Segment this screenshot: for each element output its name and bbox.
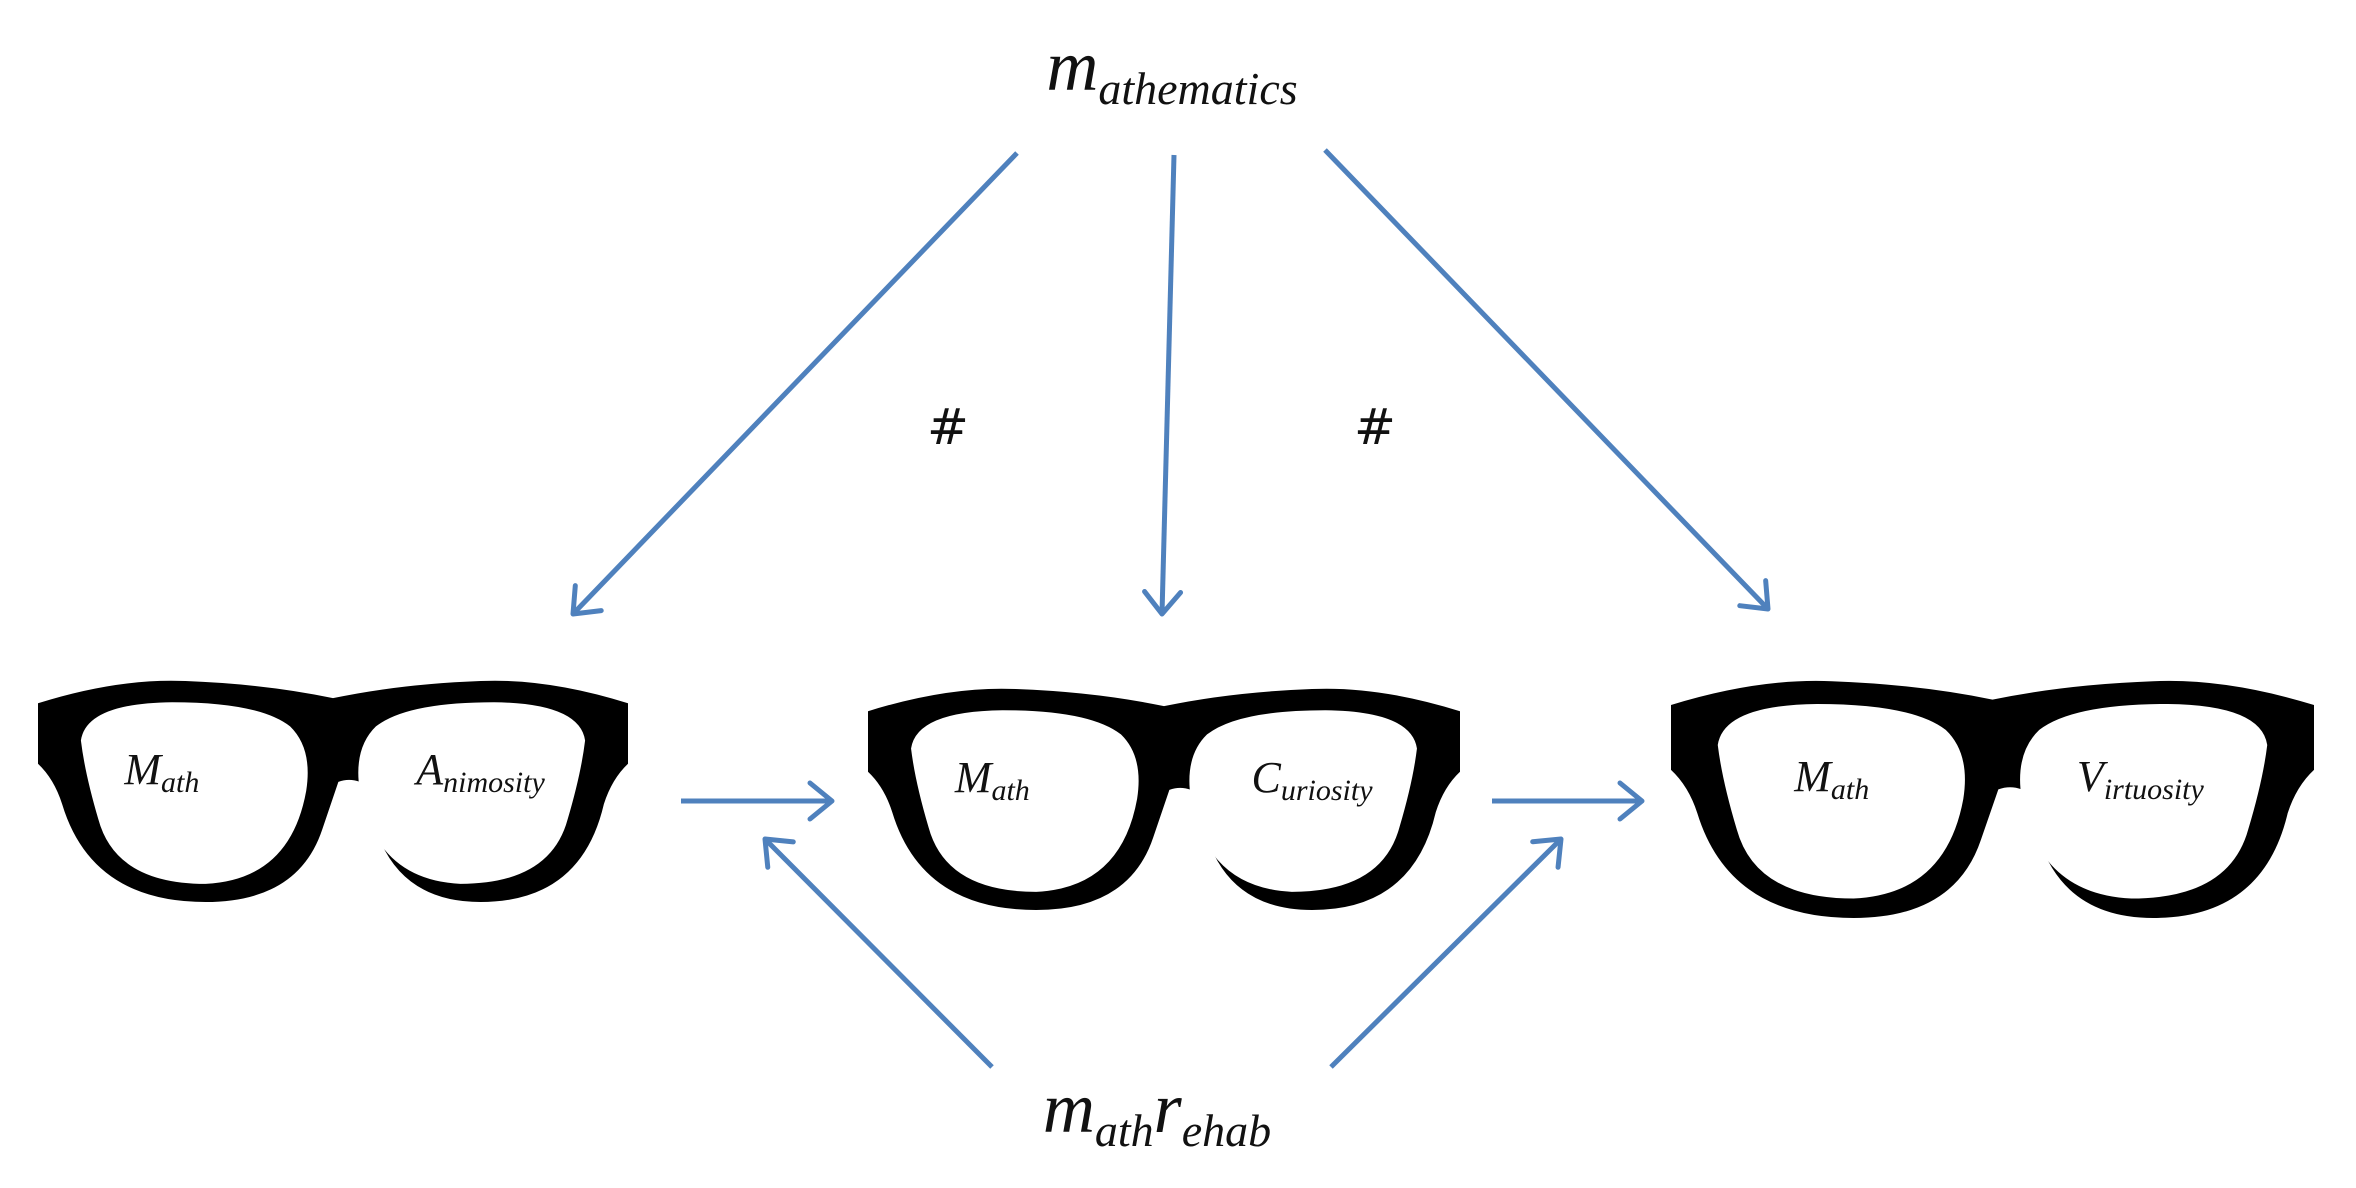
hash-mark-left: # <box>927 398 969 456</box>
arrow-rehab-to-first-transition <box>762 836 994 1069</box>
arrow-top-to-animosity <box>570 151 1019 617</box>
glasses-math-curiosity: Math Curiosity <box>868 686 1460 910</box>
arrow-top-to-virtuosity <box>1323 148 1771 612</box>
bottom-label-math-rehab: mathrehab <box>1042 1068 1272 1156</box>
arrow-rehab-to-second-transition <box>1329 836 1564 1069</box>
glasses-math-virtuosity: Math Virtuosity <box>1671 678 2314 918</box>
lens-text-curiosity: Curiosity <box>1251 753 1373 808</box>
lens-text-animosity: Animosity <box>416 745 545 800</box>
lens-text-math: Math <box>954 753 1030 808</box>
hash-mark-right: # <box>1354 398 1396 456</box>
arrow-top-to-curiosity <box>1142 154 1184 617</box>
top-label-mathematics: mathematics <box>1046 26 1298 114</box>
lens-text-math: Math <box>124 745 200 800</box>
glasses-icon <box>868 688 1460 910</box>
glasses-math-animosity: Math Animosity <box>38 678 628 902</box>
lens-text-virtuosity: Virtuosity <box>2076 751 2204 806</box>
lens-text-math: Math <box>1794 751 1870 806</box>
glasses-icon <box>1671 680 2314 918</box>
glasses-icon <box>38 680 628 902</box>
